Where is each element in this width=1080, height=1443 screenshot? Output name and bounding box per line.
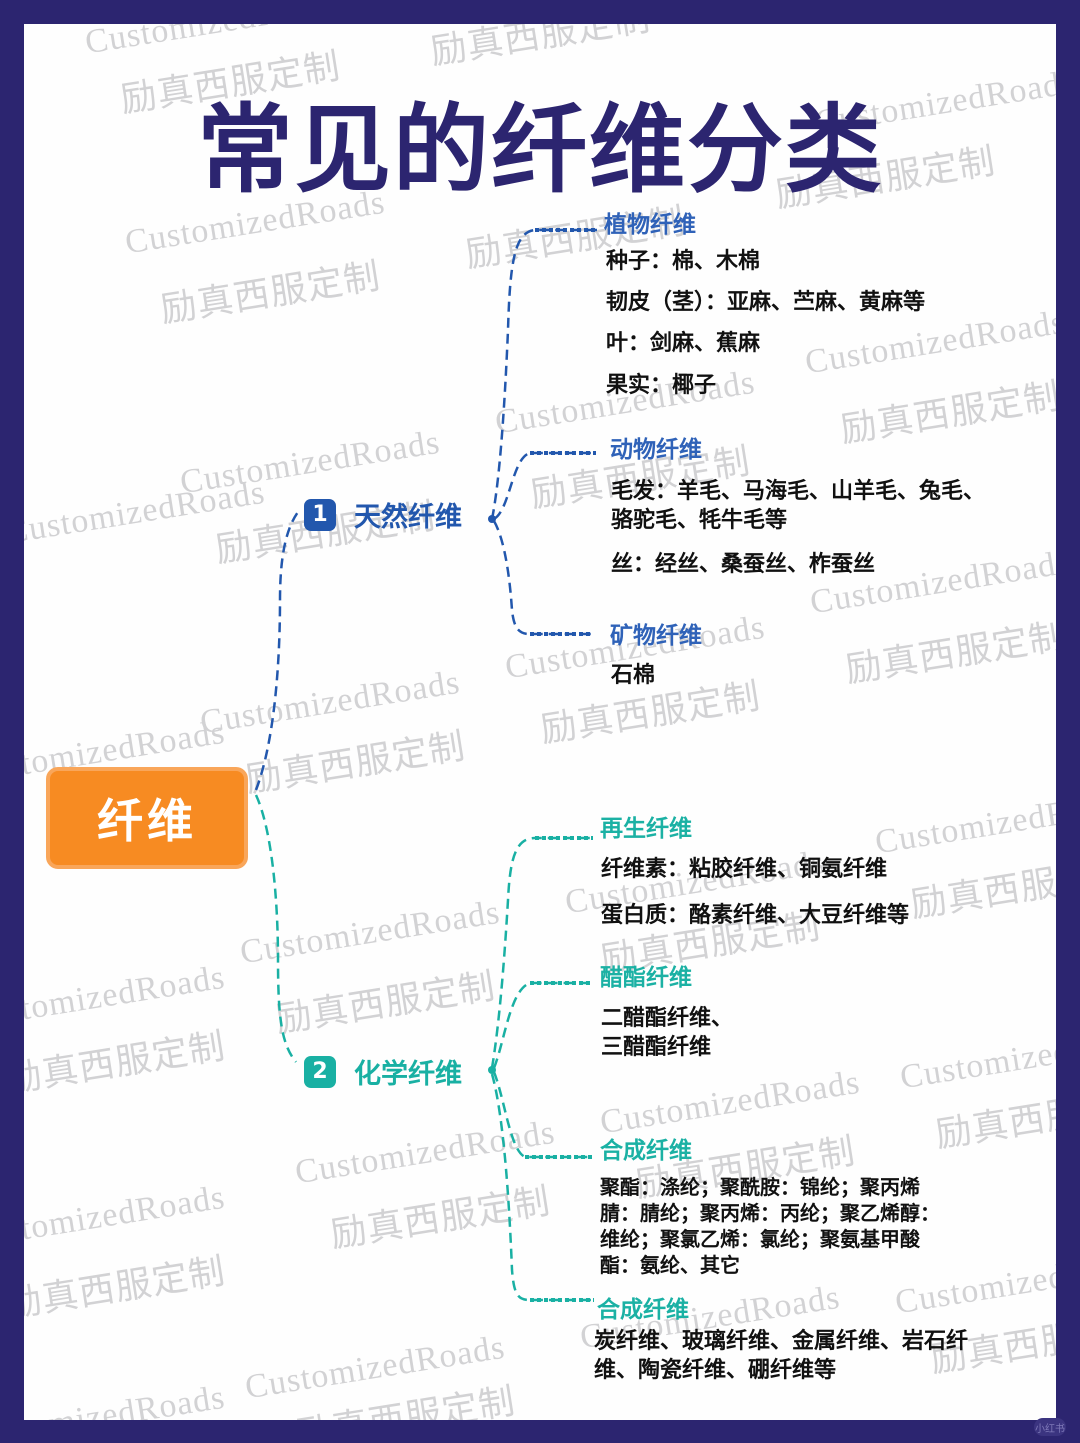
list-item: 维纶；聚氯乙烯：氯纶；聚氨基甲酸: [600, 1227, 920, 1251]
branch-label: 化学纤维: [354, 1059, 462, 1090]
subcategory-acetate-fiber: 醋酯纤维: [600, 965, 692, 991]
list-item: 果实：椰子: [606, 373, 717, 398]
list-item: 聚酯：涤纶；聚酰胺：锦纶；聚丙烯: [600, 1175, 920, 1199]
branch-chemical-fiber: 2 化学纤维: [304, 1052, 462, 1091]
corner-logo: 小红书: [1034, 1418, 1066, 1436]
list-item: 酯：氨纶、其它: [600, 1253, 740, 1277]
branch-index-badge: 2: [304, 1055, 336, 1088]
list-item: 石棉: [611, 663, 656, 688]
root-node: 纤维: [46, 767, 248, 869]
subcategory-regenerated-fiber: 再生纤维: [600, 816, 692, 842]
list-item: 骆驼毛、牦牛毛等: [611, 508, 788, 533]
page-title: 常见的纤维分类: [197, 94, 883, 206]
list-item: 种子：棉、木棉: [606, 249, 761, 274]
list-item: 二醋酯纤维、: [601, 1006, 734, 1031]
root-label: 纤维: [97, 794, 197, 848]
list-item: 纤维素：粘胶纤维、铜氨纤维: [601, 857, 888, 882]
list-item: 韧皮（茎）：亚麻、苎麻、黄麻等: [606, 290, 926, 315]
branch-index-badge: 1: [304, 498, 336, 531]
poster-card: CustomizedRoads 励真西服定制 励真西服定制 Customized…: [24, 24, 1056, 1420]
list-item: 炭纤维、玻璃纤维、金属纤维、岩石纤: [594, 1329, 969, 1354]
list-item: 维、陶瓷纤维、硼纤维等: [594, 1358, 837, 1383]
list-item: 丝：经丝、桑蚕丝、柞蚕丝: [611, 552, 876, 577]
subcategory-animal-fiber: 动物纤维: [610, 437, 702, 463]
subcategory-synthetic-fiber: 合成纤维: [600, 1138, 692, 1164]
subcategory-synthetic-fiber-2: 合成纤维: [597, 1297, 689, 1323]
list-item: 蛋白质：酪素纤维、大豆纤维等: [601, 903, 910, 928]
list-item: 三醋酯纤维: [601, 1035, 712, 1060]
list-item: 毛发：羊毛、马海毛、山羊毛、兔毛、: [611, 479, 986, 504]
subcategory-plant-fiber: 植物纤维: [604, 212, 696, 238]
branch-label: 天然纤维: [354, 502, 462, 533]
list-item: 叶：剑麻、蕉麻: [606, 331, 761, 356]
list-item: 腈：腈纶；聚丙烯：丙纶；聚乙烯醇：: [600, 1201, 940, 1225]
branch-natural-fiber: 1 天然纤维: [304, 495, 462, 534]
subcategory-mineral-fiber: 矿物纤维: [610, 623, 702, 649]
